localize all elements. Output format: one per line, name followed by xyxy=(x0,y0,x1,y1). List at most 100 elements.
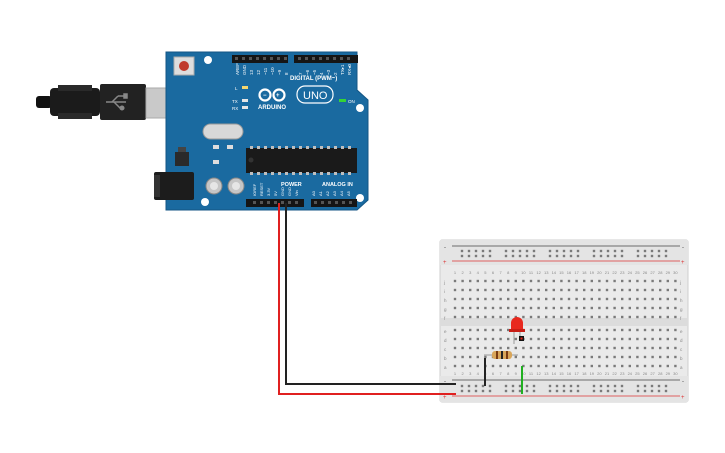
breadboard-hole[interactable] xyxy=(522,288,525,292)
breadboard-hole[interactable] xyxy=(592,249,596,253)
breadboard-hole[interactable] xyxy=(518,389,522,393)
breadboard-hole[interactable] xyxy=(620,384,624,388)
breadboard-hole[interactable] xyxy=(567,346,571,350)
breadboard-hole[interactable] xyxy=(620,249,624,253)
breadboard-hole[interactable] xyxy=(567,328,571,332)
breadboard-hole[interactable] xyxy=(643,355,647,359)
breadboard-hole[interactable] xyxy=(511,254,515,258)
breadboard-hole[interactable] xyxy=(636,337,639,341)
breadboard-hole[interactable] xyxy=(481,254,485,258)
breadboard-hole[interactable] xyxy=(606,254,610,258)
breadboard-hole[interactable] xyxy=(650,389,654,393)
breadboard-hole[interactable] xyxy=(651,315,654,319)
breadboard-hole[interactable] xyxy=(499,315,502,319)
breadboard-hole[interactable] xyxy=(567,315,571,319)
breadboard-hole[interactable] xyxy=(605,306,609,310)
breadboard-hole[interactable] xyxy=(522,355,525,359)
breadboard-hole[interactable] xyxy=(522,346,525,350)
breadboard-hole[interactable] xyxy=(605,337,609,341)
breadboard-hole[interactable] xyxy=(525,384,529,388)
breadboard-hole[interactable] xyxy=(461,279,464,283)
red-led[interactable] xyxy=(509,317,525,344)
breadboard-hole[interactable] xyxy=(552,364,555,368)
breadboard-hole[interactable] xyxy=(628,328,631,332)
breadboard-hole[interactable] xyxy=(469,279,472,283)
breadboard-hole[interactable] xyxy=(460,254,464,258)
breadboard-hole[interactable] xyxy=(518,254,522,258)
breadboard-hole[interactable] xyxy=(552,288,555,292)
breadboard-hole[interactable] xyxy=(598,297,601,301)
breadboard-hole[interactable] xyxy=(484,279,487,283)
breadboard-hole[interactable] xyxy=(636,249,640,253)
breadboard-hole[interactable] xyxy=(657,384,661,388)
breadboard-hole[interactable] xyxy=(659,306,662,310)
breadboard-hole[interactable] xyxy=(555,389,559,393)
breadboard-hole[interactable] xyxy=(628,355,631,359)
breadboard-hole[interactable] xyxy=(590,346,593,350)
breadboard-hole[interactable] xyxy=(613,297,616,301)
breadboard-hole[interactable] xyxy=(491,288,495,292)
breadboard-hole[interactable] xyxy=(537,328,540,332)
breadboard[interactable]: - - + + - - + + j i h g f e d c b a j i … xyxy=(439,239,689,403)
breadboard-hole[interactable] xyxy=(620,254,624,258)
breadboard-hole[interactable] xyxy=(567,297,571,301)
breadboard-hole[interactable] xyxy=(560,306,563,310)
breadboard-hole[interactable] xyxy=(514,297,517,301)
breadboard-hole[interactable] xyxy=(453,297,457,301)
breadboard-hole[interactable] xyxy=(499,288,502,292)
breadboard-hole[interactable] xyxy=(674,297,677,301)
breadboard-hole[interactable] xyxy=(605,297,609,301)
breadboard-hole[interactable] xyxy=(651,328,654,332)
breadboard-hole[interactable] xyxy=(529,315,533,319)
breadboard-hole[interactable] xyxy=(514,306,517,310)
breadboard-hole[interactable] xyxy=(545,346,548,350)
breadboard-hole[interactable] xyxy=(532,249,536,253)
breadboard-hole[interactable] xyxy=(674,315,677,319)
breadboard-hole[interactable] xyxy=(484,315,487,319)
digital-header-left[interactable] xyxy=(232,55,288,63)
breadboard-hole[interactable] xyxy=(636,315,639,319)
breadboard-hole[interactable] xyxy=(567,364,571,368)
breadboard-hole[interactable] xyxy=(507,346,510,350)
breadboard-hole[interactable] xyxy=(474,389,478,393)
breadboard-hole[interactable] xyxy=(590,328,593,332)
breadboard-hole[interactable] xyxy=(590,355,593,359)
breadboard-hole[interactable] xyxy=(491,337,495,341)
breadboard-hole[interactable] xyxy=(514,315,517,319)
breadboard-hole[interactable] xyxy=(461,328,464,332)
breadboard-hole[interactable] xyxy=(529,288,533,292)
breadboard-hole[interactable] xyxy=(560,328,563,332)
breadboard-hole[interactable] xyxy=(467,389,471,393)
breadboard-hole[interactable] xyxy=(469,306,472,310)
breadboard-hole[interactable] xyxy=(476,288,479,292)
breadboard-hole[interactable] xyxy=(605,328,609,332)
breadboard-hole[interactable] xyxy=(666,306,669,310)
breadboard-hole[interactable] xyxy=(674,328,677,332)
breadboard-hole[interactable] xyxy=(664,389,668,393)
breadboard-hole[interactable] xyxy=(511,389,515,393)
breadboard-hole[interactable] xyxy=(590,297,593,301)
breadboard-hole[interactable] xyxy=(562,249,566,253)
breadboard-hole[interactable] xyxy=(598,346,601,350)
breadboard-hole[interactable] xyxy=(598,279,601,283)
breadboard-hole[interactable] xyxy=(621,364,624,368)
breadboard-hole[interactable] xyxy=(518,249,522,253)
black-wire-gnd[interactable] xyxy=(285,203,456,385)
breadboard-hole[interactable] xyxy=(659,315,662,319)
breadboard-hole[interactable] xyxy=(552,355,555,359)
breadboard-hole[interactable] xyxy=(590,288,593,292)
breadboard-hole[interactable] xyxy=(476,364,479,368)
breadboard-hole[interactable] xyxy=(636,355,639,359)
breadboard-hole[interactable] xyxy=(613,279,616,283)
breadboard-hole[interactable] xyxy=(650,384,654,388)
breadboard-hole[interactable] xyxy=(666,288,669,292)
breadboard-hole[interactable] xyxy=(583,355,586,359)
breadboard-hole[interactable] xyxy=(598,306,601,310)
breadboard-hole[interactable] xyxy=(599,254,603,258)
breadboard-hole[interactable] xyxy=(560,337,563,341)
breadboard-hole[interactable] xyxy=(529,297,533,301)
breadboard-hole[interactable] xyxy=(613,306,616,310)
breadboard-hole[interactable] xyxy=(575,279,578,283)
breadboard-hole[interactable] xyxy=(461,364,464,368)
breadboard-hole[interactable] xyxy=(529,337,533,341)
